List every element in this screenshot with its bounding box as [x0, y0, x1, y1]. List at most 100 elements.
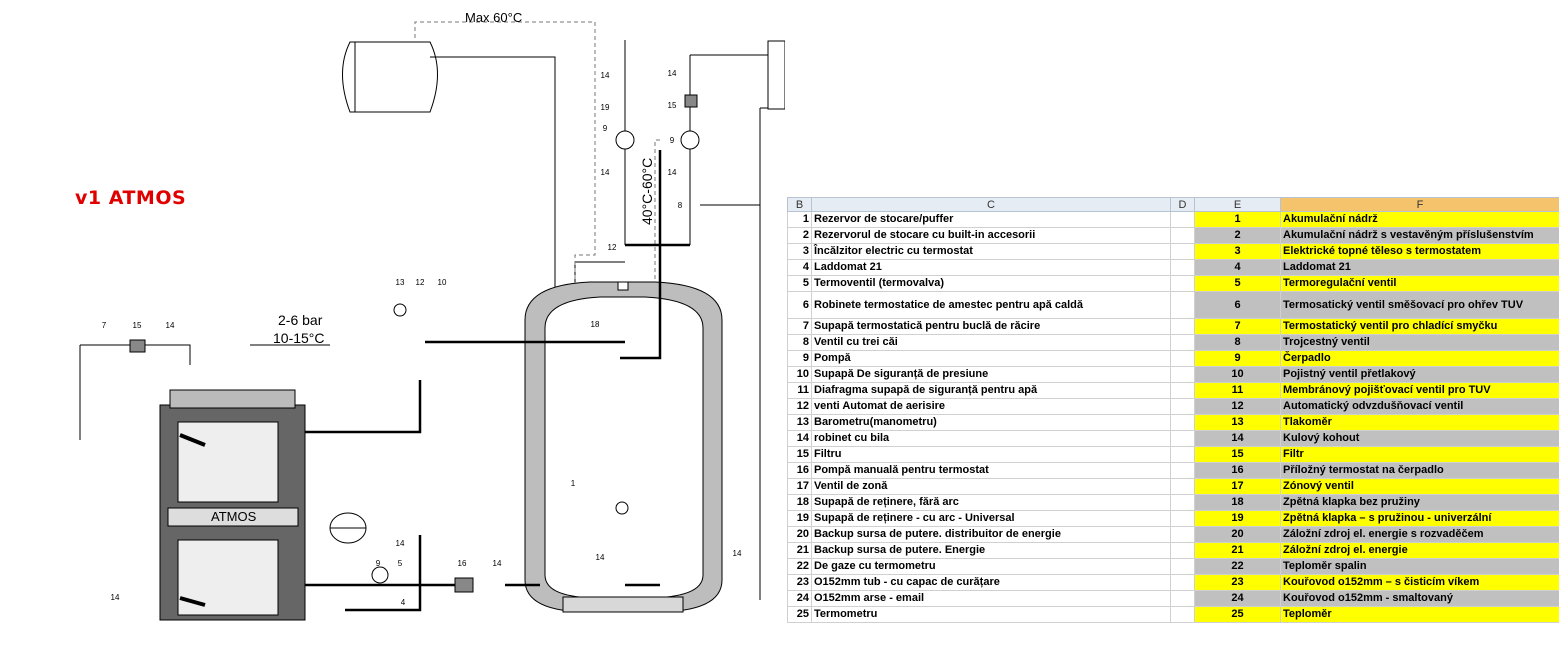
row-number-cell[interactable]: 9 [787, 350, 812, 367]
czech-cell[interactable]: Zónový ventil [1280, 478, 1559, 495]
czech-cell[interactable]: Teploměr [1280, 606, 1559, 623]
row-number-cell[interactable]: 3 [787, 243, 812, 260]
czech-cell[interactable]: Příložný termostat na čerpadlo [1280, 462, 1559, 479]
row-number-cell[interactable]: 16 [787, 462, 812, 479]
empty-cell[interactable] [1170, 478, 1195, 495]
romanian-cell[interactable]: Robinete termostatice de amestec pentru … [811, 291, 1171, 319]
czech-cell[interactable]: Filtr [1280, 446, 1559, 463]
romanian-cell[interactable]: Ventil de zonă [811, 478, 1171, 495]
empty-cell[interactable] [1170, 542, 1195, 559]
row-number-cell[interactable]: 23 [787, 574, 812, 591]
empty-cell[interactable] [1170, 526, 1195, 543]
row-number-cell[interactable]: 11 [787, 382, 812, 399]
romanian-cell[interactable]: Laddomat 21 [811, 259, 1171, 276]
empty-cell[interactable] [1170, 494, 1195, 511]
row-number-cell[interactable]: 24 [787, 590, 812, 607]
czech-cell[interactable]: Pojistný ventil přetlakový [1280, 366, 1559, 383]
row-number-cell[interactable]: 2 [787, 227, 812, 244]
czech-cell[interactable]: Termoregulační ventil [1280, 275, 1559, 292]
romanian-cell[interactable]: Ventil cu trei căi [811, 334, 1171, 351]
number-cell[interactable]: 24 [1194, 590, 1281, 607]
empty-cell[interactable] [1170, 558, 1195, 575]
czech-cell[interactable]: Čerpadlo [1280, 350, 1559, 367]
empty-cell[interactable] [1170, 334, 1195, 351]
czech-cell[interactable]: Termosatický ventil směšovací pro ohřev … [1280, 291, 1559, 319]
empty-cell[interactable] [1170, 243, 1195, 260]
romanian-cell[interactable]: Încălzitor electric cu termostat [811, 243, 1171, 260]
row-number-cell[interactable]: 13 [787, 414, 812, 431]
empty-cell[interactable] [1170, 318, 1195, 335]
row-number-cell[interactable]: 10 [787, 366, 812, 383]
czech-cell[interactable]: Akumulační nádrž [1280, 211, 1559, 228]
column-header[interactable]: B [787, 197, 812, 212]
romanian-cell[interactable]: Supapă termostatică pentru buclă de răci… [811, 318, 1171, 335]
number-cell[interactable]: 19 [1194, 510, 1281, 527]
czech-cell[interactable]: Kouřovod o152mm - smaltovaný [1280, 590, 1559, 607]
number-cell[interactable]: 20 [1194, 526, 1281, 543]
empty-cell[interactable] [1170, 291, 1195, 319]
number-cell[interactable]: 15 [1194, 446, 1281, 463]
number-cell[interactable]: 23 [1194, 574, 1281, 591]
czech-cell[interactable]: Elektrické topné těleso s termostatem [1280, 243, 1559, 260]
number-cell[interactable]: 21 [1194, 542, 1281, 559]
empty-cell[interactable] [1170, 211, 1195, 228]
row-number-cell[interactable]: 17 [787, 478, 812, 495]
empty-cell[interactable] [1170, 574, 1195, 591]
number-cell[interactable]: 10 [1194, 366, 1281, 383]
romanian-cell[interactable]: Supapă de reținere - cu arc - Universal [811, 510, 1171, 527]
empty-cell[interactable] [1170, 590, 1195, 607]
column-header[interactable]: E [1194, 197, 1281, 212]
empty-cell[interactable] [1170, 606, 1195, 623]
column-header[interactable]: C [811, 197, 1171, 212]
empty-cell[interactable] [1170, 446, 1195, 463]
empty-cell[interactable] [1170, 275, 1195, 292]
number-cell[interactable]: 9 [1194, 350, 1281, 367]
number-cell[interactable]: 13 [1194, 414, 1281, 431]
number-cell[interactable]: 18 [1194, 494, 1281, 511]
empty-cell[interactable] [1170, 350, 1195, 367]
romanian-cell[interactable]: Backup sursa de putere. distribuitor de … [811, 526, 1171, 543]
row-number-cell[interactable]: 8 [787, 334, 812, 351]
czech-cell[interactable]: Zpětná klapka – s pružinou - univerzální [1280, 510, 1559, 527]
romanian-cell[interactable]: Pompă [811, 350, 1171, 367]
number-cell[interactable]: 2 [1194, 227, 1281, 244]
romanian-cell[interactable]: robinet cu bila [811, 430, 1171, 447]
empty-cell[interactable] [1170, 227, 1195, 244]
romanian-cell[interactable]: Filtru [811, 446, 1171, 463]
number-cell[interactable]: 22 [1194, 558, 1281, 575]
czech-cell[interactable]: Teploměr spalin [1280, 558, 1559, 575]
czech-cell[interactable]: Záložní zdroj el. energie s rozvaděčem [1280, 526, 1559, 543]
czech-cell[interactable]: Kouřovod o152mm – s čisticím víkem [1280, 574, 1559, 591]
number-cell[interactable]: 8 [1194, 334, 1281, 351]
czech-cell[interactable]: Trojcestný ventil [1280, 334, 1559, 351]
romanian-cell[interactable]: Termoventil (termovalva) [811, 275, 1171, 292]
number-cell[interactable]: 6 [1194, 291, 1281, 319]
number-cell[interactable]: 25 [1194, 606, 1281, 623]
czech-cell[interactable]: Tlakoměr [1280, 414, 1559, 431]
empty-cell[interactable] [1170, 462, 1195, 479]
czech-cell[interactable]: Akumulační nádrž s vestavěným příslušens… [1280, 227, 1559, 244]
czech-cell[interactable]: Membránový pojišťovací ventil pro TUV [1280, 382, 1559, 399]
romanian-cell[interactable]: venti Automat de aerisire [811, 398, 1171, 415]
romanian-cell[interactable]: Rezervorul de stocare cu built-in acceso… [811, 227, 1171, 244]
row-number-cell[interactable]: 12 [787, 398, 812, 415]
row-number-cell[interactable]: 22 [787, 558, 812, 575]
empty-cell[interactable] [1170, 259, 1195, 276]
romanian-cell[interactable]: Pompă manuală pentru termostat [811, 462, 1171, 479]
row-number-cell[interactable]: 1 [787, 211, 812, 228]
romanian-cell[interactable]: Backup sursa de putere. Energie [811, 542, 1171, 559]
empty-cell[interactable] [1170, 366, 1195, 383]
number-cell[interactable]: 12 [1194, 398, 1281, 415]
empty-cell[interactable] [1170, 414, 1195, 431]
romanian-cell[interactable]: Diafragma supapă de siguranță pentru apă [811, 382, 1171, 399]
column-header[interactable]: D [1170, 197, 1195, 212]
number-cell[interactable]: 1 [1194, 211, 1281, 228]
czech-cell[interactable]: Laddomat 21 [1280, 259, 1559, 276]
romanian-cell[interactable]: O152mm tub - cu capac de curățare [811, 574, 1171, 591]
czech-cell[interactable]: Kulový kohout [1280, 430, 1559, 447]
romanian-cell[interactable]: De gaze cu termometru [811, 558, 1171, 575]
number-cell[interactable]: 4 [1194, 259, 1281, 276]
empty-cell[interactable] [1170, 510, 1195, 527]
row-number-cell[interactable]: 14 [787, 430, 812, 447]
row-number-cell[interactable]: 15 [787, 446, 812, 463]
